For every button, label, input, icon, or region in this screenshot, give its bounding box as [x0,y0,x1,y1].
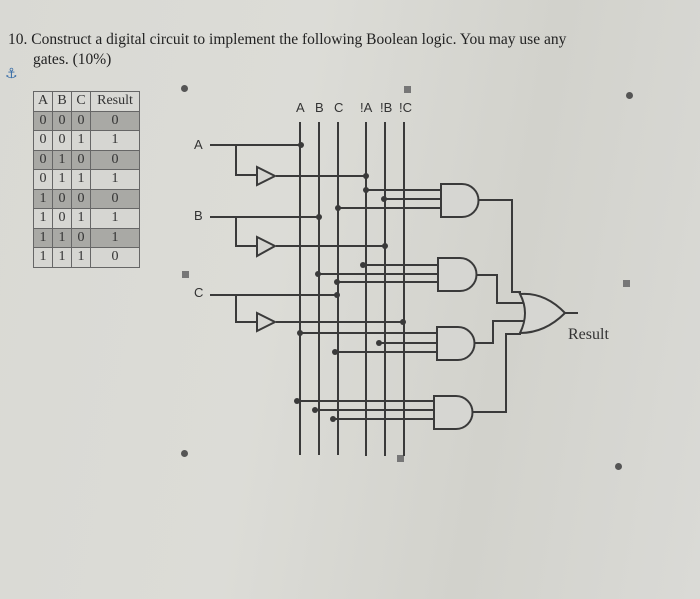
input-a-wiring [210,144,366,187]
input-c-wiring [210,294,403,333]
bus-label-a: A [296,100,305,115]
not-gate-b [256,235,278,258]
question-text: 10. Construct a digital circuit to imple… [8,30,668,70]
cell-a: 0 [33,149,53,170]
cell-b: 0 [52,130,72,151]
bus-lines [299,122,405,456]
table-row: 1 1 1 0 [33,247,140,268]
cell-c: 1 [71,169,91,190]
question-line-2: gates. (10%) [33,51,112,68]
resize-handle-left[interactable] [182,271,189,278]
resize-handle-right[interactable] [623,280,630,287]
resize-handle-bottom-right[interactable] [615,463,622,470]
truth-table-header: A B C Result [33,91,140,112]
cell-b: 0 [52,208,72,229]
bus-label-not-c: !C [399,100,412,115]
junction-dots [294,142,406,422]
cell-a: 0 [33,110,53,131]
and-gate-1 [338,183,521,293]
table-row: 1 0 1 1 [33,208,140,229]
resize-handle-top-right[interactable] [626,92,633,99]
cell-c: 1 [71,130,91,151]
cell-result: 1 [90,169,140,190]
input-label-c: C [194,285,204,300]
table-row: 0 0 1 1 [33,130,140,151]
and-gate-2 [318,257,526,304]
output-label-result: Result [568,326,609,343]
input-b-wiring [210,216,385,258]
cell-c: 0 [71,188,91,209]
cell-result: 1 [90,227,140,248]
resize-handle-bottom-left[interactable] [181,450,188,457]
bus-label-not-b: !B [380,100,393,115]
input-label-b: B [194,208,203,223]
table-row: 0 1 0 0 [33,149,140,170]
header-b: B [52,91,72,112]
anchor-icon[interactable]: ⚓ [5,66,18,82]
truth-table: A B C Result 0 0 0 0 0 0 1 1 0 1 0 0 0 1… [33,91,140,268]
question-number: 10. [8,31,28,48]
bus-label-b: B [315,100,324,115]
cell-result: 1 [90,130,140,151]
input-label-a: A [194,137,203,152]
resize-handle-bottom[interactable] [397,455,404,462]
and-gate-4 [297,333,521,430]
cell-result: 0 [90,247,140,268]
resize-handle-top-left[interactable] [181,85,188,92]
table-row: 1 1 0 1 [33,227,140,248]
question-line-1: Construct a digital circuit to implement… [31,31,567,48]
table-row: 0 1 1 1 [33,169,140,190]
cell-result: 1 [90,208,140,229]
cell-a: 0 [33,130,53,151]
bus-label-not-a: !A [360,100,373,115]
cell-a: 1 [33,247,53,268]
cell-a: 1 [33,227,53,248]
table-row: 1 0 0 0 [33,188,140,209]
and-gate-3 [300,320,526,361]
cell-b: 0 [52,188,72,209]
cell-c: 0 [71,149,91,170]
cell-c: 1 [71,247,91,268]
not-gate-c [256,311,278,333]
bus-label-c: C [334,100,344,115]
cell-c: 0 [71,110,91,131]
resize-handle-top[interactable] [404,86,411,93]
or-gate [518,292,578,335]
cell-b: 1 [52,169,72,190]
cell-result: 0 [90,149,140,170]
header-result: Result [90,91,140,112]
not-gate-a [256,165,278,187]
